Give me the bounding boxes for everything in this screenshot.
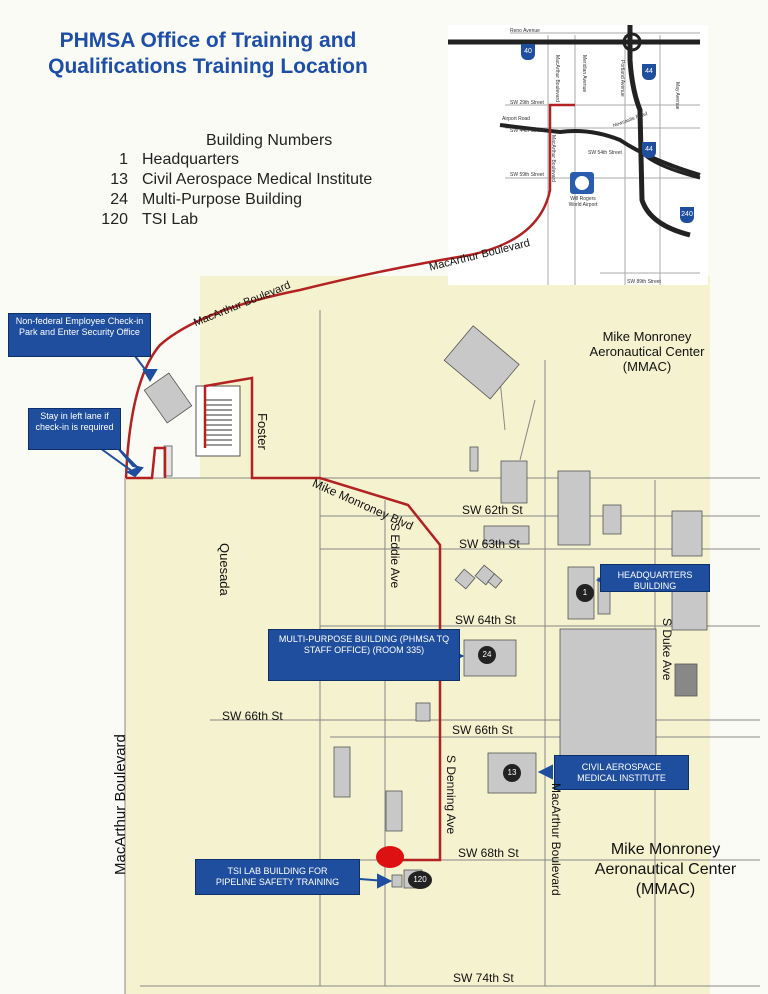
street-denning: S Denning Ave: [444, 755, 458, 835]
inset-label-macarthur: MacArthur Boulevard: [554, 55, 560, 102]
inset-label-sw44: SW 44th Street: [510, 128, 544, 134]
mmac-label-top: Mike Monroney Aeronautical Center (MMAC): [572, 329, 722, 374]
destination-marker: [376, 846, 404, 868]
campus-west-area: [125, 478, 203, 994]
inset-label-sw89: SW 89th Street: [627, 279, 661, 285]
callout-cami: CIVIL AEROSPACE MEDICAL INSTITUTE: [554, 755, 689, 790]
building-numbers-heading: Building Numbers: [206, 132, 333, 149]
mmac-top-line-3: (MMAC): [622, 359, 672, 374]
building-13-badge: 13: [503, 764, 521, 782]
street-sw64: SW 64th St: [455, 613, 516, 627]
inset-label-sw59: SW 59th Street: [510, 172, 544, 178]
campus-buildings: [143, 325, 708, 889]
interstate-shield-icon: 44: [642, 142, 656, 158]
inset-label-sw29: SW 29th Street: [510, 100, 544, 106]
street-sw66-east: SW 66th St: [452, 723, 513, 737]
inset-label-may: May Avenue: [674, 82, 680, 110]
inset-label-meridian: Meridian Avenue: [581, 55, 587, 93]
callout-multi-purpose: MULTI-PURPOSE BUILDING (PHMSA TQ STAFF O…: [268, 629, 460, 681]
interstate-shield-icon: 44: [642, 64, 656, 80]
list-item: 1 Headquarters: [98, 150, 372, 170]
street-sw63: SW 63th St: [459, 537, 520, 551]
mmac-bottom-line-2: Aeronautical Center: [594, 861, 737, 878]
inset-label-airport-road: Airport Road: [502, 116, 531, 122]
inset-label-macarthur-2: MacArthur Boulevard: [550, 135, 556, 182]
mmac-label-bottom: Mike Monroney Aeronautical Center (MMAC): [578, 840, 753, 900]
street-sw62: SW 62th St: [462, 503, 523, 517]
building-number: 120: [101, 211, 128, 228]
street-macarthur-right: MacArthur Boulevard: [549, 783, 563, 896]
callout-checkin: Non-federal Employee Check-in Park and E…: [8, 313, 151, 357]
building-number: 1: [119, 151, 128, 168]
street-duke: S Duke Ave: [660, 618, 674, 681]
interstate-shield-icon: 240: [680, 207, 694, 223]
callout-tsi-lab: TSI LAB BUILDING FOR PIPELINE SAFETY TRA…: [195, 859, 360, 895]
inset-label-sw54: SW 54th Street: [588, 150, 622, 156]
building-name: Headquarters: [142, 151, 239, 168]
street-sw74: SW 74th St: [453, 971, 514, 985]
street-sw68: SW 68th St: [458, 846, 519, 860]
route-line: [124, 103, 575, 862]
street-foster: Foster: [255, 413, 270, 450]
building-number: 24: [110, 191, 128, 208]
title-line-1: PHMSA Office of Training and: [59, 29, 357, 52]
mmac-top-line-1: Mike Monroney: [602, 329, 692, 344]
building-1-badge: 1: [576, 584, 594, 602]
building-number: 13: [110, 171, 128, 188]
list-item: 120 TSI Lab: [98, 210, 372, 230]
interstate-shield-icon: 40: [521, 44, 535, 60]
inset-label-portland: Portland Avenue: [619, 60, 625, 97]
inset-label-reno: Reno Avenue: [510, 28, 540, 34]
building-120-badge: 120: [408, 871, 432, 889]
street-eddie: S Eddie Ave: [388, 523, 402, 589]
building-numbers-list: 1 Headquarters 13 Civil Aerospace Medical …: [98, 150, 372, 230]
list-item: 24 Multi-Purpose Building: [98, 190, 372, 210]
building-name: Civil Aerospace Medical Institute: [142, 171, 373, 188]
building-name: TSI Lab: [142, 211, 199, 228]
building-name: Multi-Purpose Building: [142, 191, 303, 208]
page-title: PHMSA Office of Training and Qualificati…: [18, 28, 398, 80]
list-item: 13 Civil Aerospace Medical Institute: [98, 170, 372, 190]
street-quesada: Quesada: [217, 543, 232, 596]
street-macarthur-left: MacArthur Boulevard: [112, 734, 129, 875]
security-complex: [195, 385, 241, 457]
street-sw66-west: SW 66th St: [222, 709, 283, 723]
mmac-bottom-line-1: Mike Monroney: [610, 841, 721, 858]
callout-headquarters: HEADQUARTERS BUILDING: [600, 564, 710, 592]
title-line-2: Qualifications Training Location: [48, 55, 368, 78]
callout-left-lane: Stay in left lane if check-in is require…: [28, 408, 121, 450]
mmac-bottom-line-3: (MMAC): [635, 881, 696, 898]
mmac-top-line-2: Aeronautical Center: [589, 344, 705, 359]
building-24-badge: 24: [478, 646, 496, 664]
inset-airport-label: Will Rogers World Airport: [568, 196, 598, 208]
inset-map: [448, 25, 708, 285]
